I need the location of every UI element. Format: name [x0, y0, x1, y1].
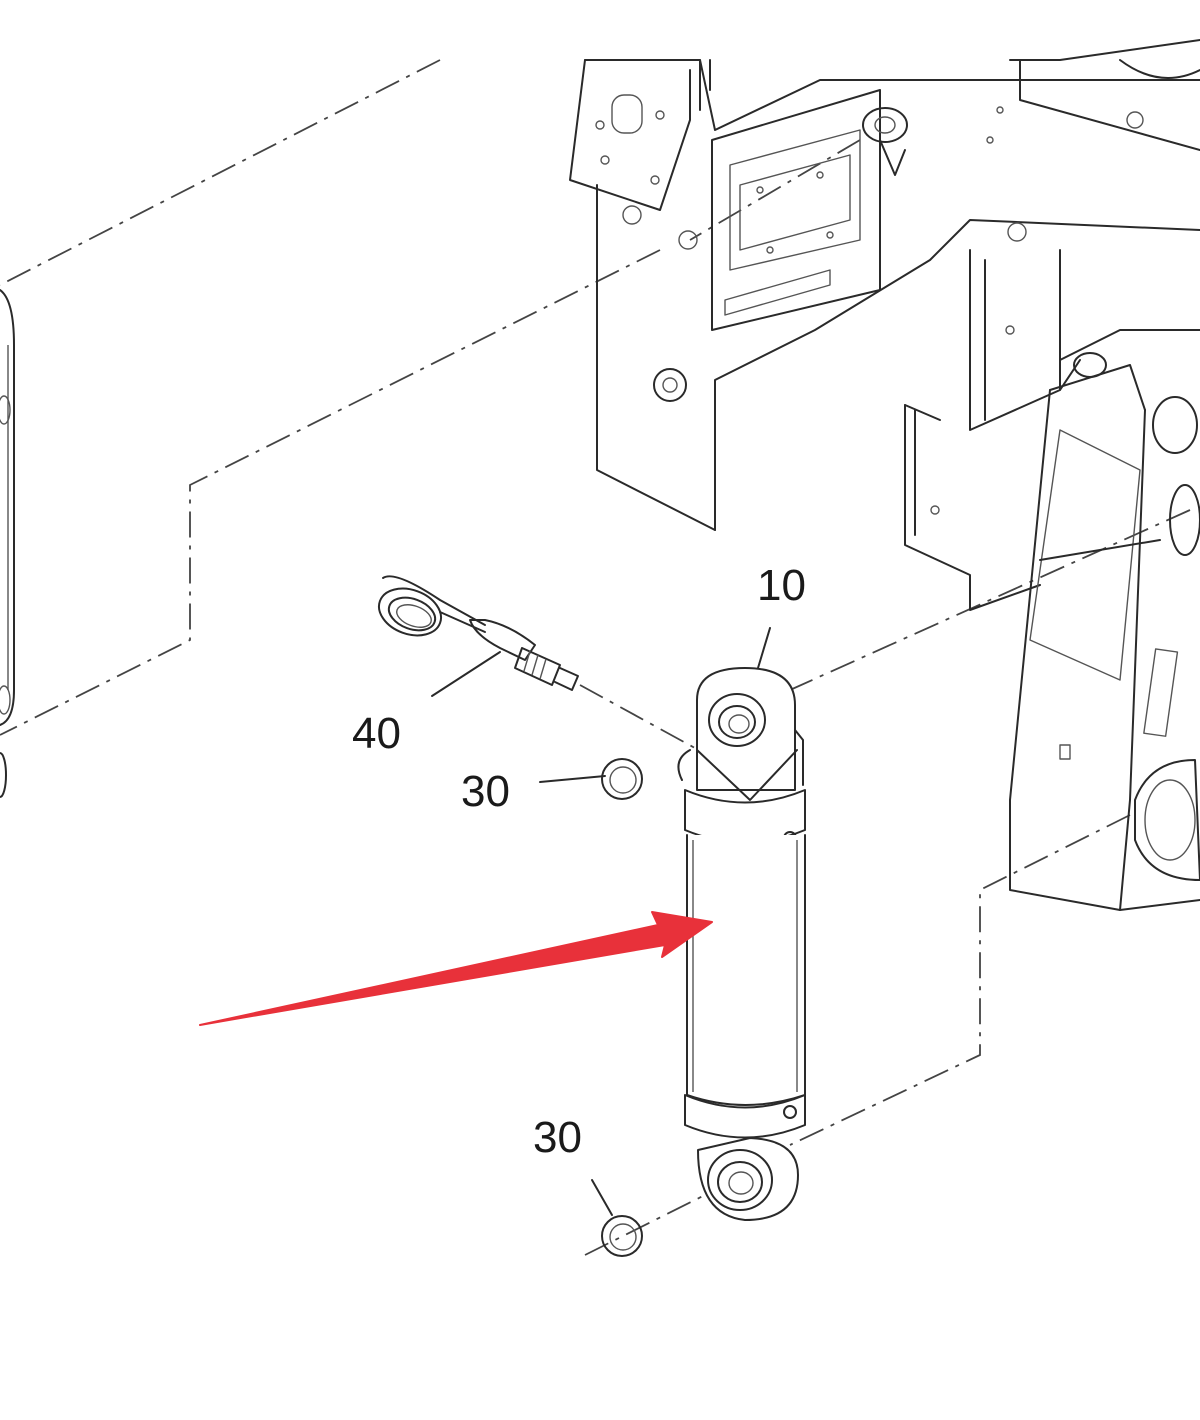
callout-part-30-lower: 30 [533, 1113, 582, 1162]
leader-lines [431, 627, 771, 1216]
snap-ring-upper [601, 758, 643, 800]
left-cylinder-partial [0, 289, 15, 798]
assembly-centerlines [0, 59, 1191, 1256]
snap-ring-lower [601, 1215, 643, 1257]
machine-frame [569, 39, 1200, 911]
sensor-cable-part-40 [378, 575, 579, 691]
callout-part-40: 40 [352, 709, 401, 758]
callout-part-10: 10 [757, 561, 806, 610]
callout-part-30-upper: 30 [461, 767, 510, 816]
hydraulic-cylinder-part-10 [677, 667, 806, 1221]
red-pointer-arrow-icon [199, 911, 713, 1026]
